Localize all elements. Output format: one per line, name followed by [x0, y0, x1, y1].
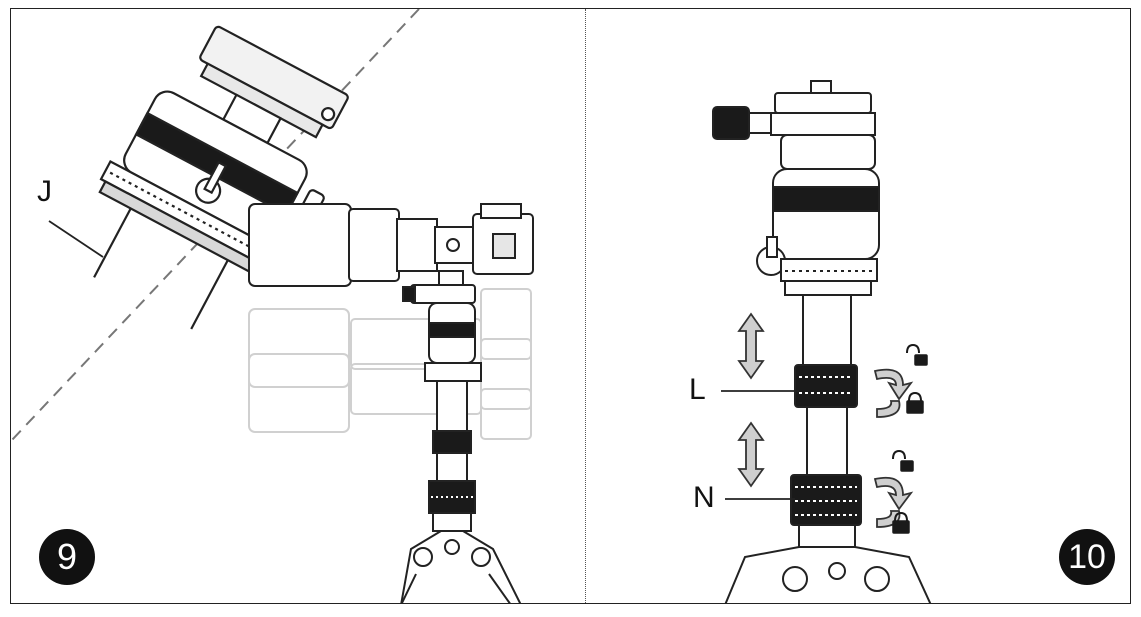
- step-10-illustration: [712, 80, 932, 603]
- ball-head-grip-band: [772, 186, 880, 212]
- height-adjust-arrow-upper: [737, 312, 765, 380]
- ball-head-closeup: [93, 25, 349, 330]
- callout-j-leader: [48, 220, 104, 258]
- callout-n: N: [693, 481, 715, 514]
- panel-divider: [585, 9, 586, 603]
- callout-j: J: [37, 175, 52, 208]
- lock-ring-l: [794, 364, 858, 408]
- rotate-arrow-l: [873, 368, 914, 418]
- callout-l: L: [689, 373, 706, 406]
- lock-icon-n: [892, 511, 910, 534]
- step-9-illustration: [11, 9, 534, 603]
- rotate-arrow-n: [873, 476, 914, 528]
- clamp-knob: [712, 106, 750, 140]
- unlock-icon-l: [906, 343, 928, 366]
- unlock-icon-n: [892, 449, 914, 472]
- rotation-ghost-outlines: [248, 288, 532, 440]
- lock-icon-l: [906, 391, 924, 414]
- instruction-frame: J 9: [10, 8, 1131, 604]
- step-number-badge-9: 9: [39, 529, 95, 585]
- camera-on-tripod: [248, 203, 534, 603]
- step-9-panel: J 9: [11, 9, 585, 603]
- tripod-column: [712, 80, 932, 603]
- height-adjust-arrow-lower: [737, 421, 765, 488]
- step-10-panel: L N 10: [585, 9, 1130, 603]
- step-number-badge-10: 10: [1059, 529, 1115, 585]
